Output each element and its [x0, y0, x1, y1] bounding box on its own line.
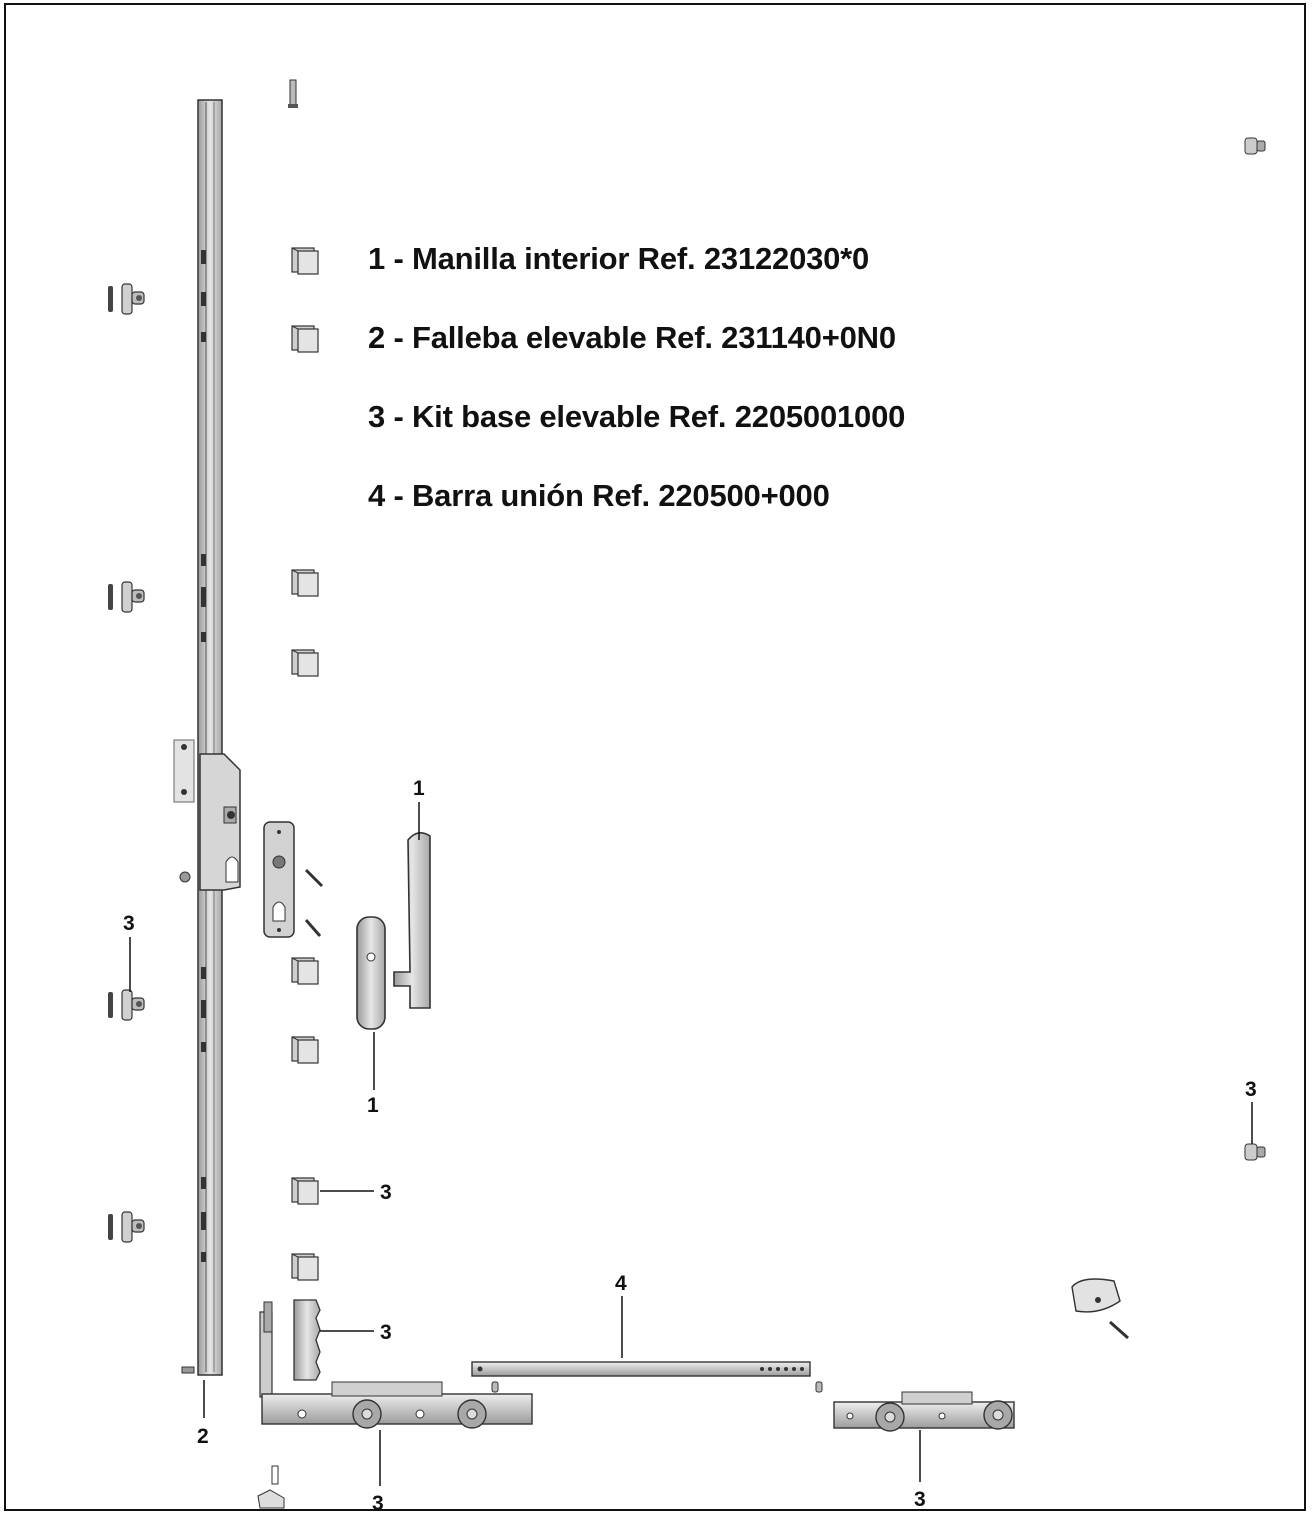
keeper-3 [107, 989, 145, 1021]
callout-connecting-bar: 4 [615, 1272, 627, 1295]
cover-cap-5 [291, 957, 319, 985]
cover-cap-2 [291, 325, 319, 353]
callout-spring-block: 3 [380, 1321, 392, 1344]
cover-cap-4 [291, 649, 319, 677]
callout-handle-top: 1 [413, 777, 425, 800]
right-carriage [833, 1391, 1015, 1432]
cover-cap-7 [291, 1177, 319, 1205]
cover-cap-3 [291, 569, 319, 597]
callout-left-keeper: 3 [123, 912, 135, 935]
callout-right-keeper: 3 [1245, 1078, 1257, 1101]
callout-left-carriage: 3 [372, 1492, 384, 1511]
espagnolette-bar [197, 99, 223, 1376]
cap-top-right [1244, 137, 1266, 155]
keeper-4 [107, 1211, 145, 1243]
cover-cap-6 [291, 1036, 319, 1064]
callout-cover-cap: 3 [380, 1181, 392, 1204]
leader-lines [129, 802, 1253, 1486]
cover-cap-8 [291, 1253, 319, 1281]
cover-cap-1 [291, 247, 319, 275]
legend-item-3: 3 - Kit base elevable Ref. 2205001000 [368, 399, 906, 434]
callout-right-carriage: 3 [914, 1488, 926, 1511]
legend-item-2: 2 - Falleba elevable Ref. 231140+0N0 [368, 320, 896, 355]
exploded-parts-drawing: 1 1 2 3 3 3 3 3 3 4 [107, 79, 1266, 1511]
left-carriage [259, 1301, 533, 1429]
legend-item-4: 4 - Barra unión Ref. 220500+000 [368, 478, 830, 513]
callout-handle-bottom: 1 [367, 1094, 379, 1117]
screw-top [288, 79, 298, 108]
gearbox [173, 739, 241, 891]
inner-handle [356, 832, 431, 1030]
end-stop [1071, 1278, 1129, 1340]
escutcheon-plate [263, 821, 295, 938]
connecting-bar [471, 1361, 823, 1393]
legend-item-1: 1 - Manilla interior Ref. 23122030*0 [368, 241, 870, 276]
keeper-1 [107, 283, 145, 315]
callout-espagnolette: 2 [197, 1425, 209, 1448]
spring-block [293, 1299, 321, 1381]
plate-screws [304, 868, 324, 937]
cap-right-mid [1244, 1143, 1266, 1161]
bottom-small-parts [181, 1366, 285, 1509]
keeper-2 [107, 581, 145, 613]
diagram-frame: 1 1 2 3 3 3 3 3 3 4 1 - Manilla interior… [4, 3, 1306, 1511]
